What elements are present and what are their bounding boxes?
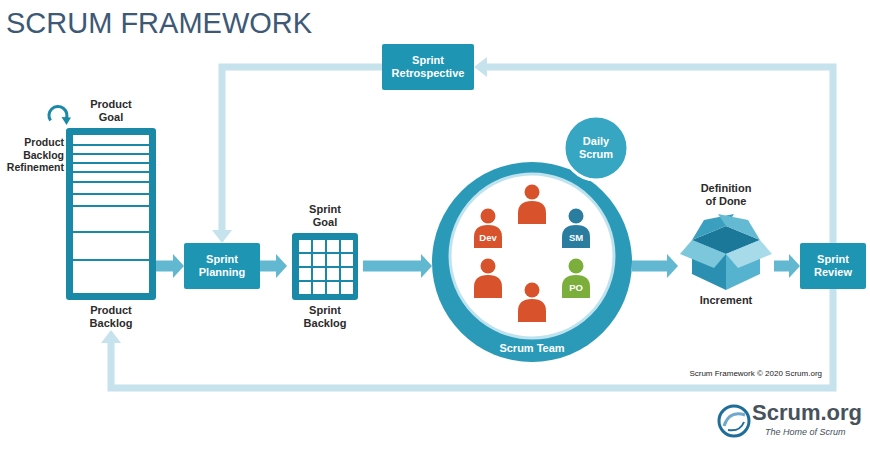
box-label: Sprint Planning bbox=[187, 253, 257, 279]
node-backlog: Product GoalProduct Backlog bbox=[66, 98, 156, 330]
arrow-head bbox=[667, 254, 678, 278]
note-label: The Home of Scrum bbox=[765, 427, 846, 438]
connector-line bbox=[363, 261, 421, 272]
node-person: SM bbox=[560, 208, 592, 248]
connector bbox=[363, 254, 432, 278]
role-label: SM bbox=[569, 232, 583, 243]
role-label: Dev bbox=[479, 232, 496, 243]
node-label: Sprint Backlog bbox=[300, 304, 350, 330]
node-person: Dev bbox=[472, 208, 504, 248]
person-head bbox=[525, 185, 540, 200]
backlog-item-line bbox=[73, 205, 149, 207]
person-icon bbox=[518, 185, 546, 225]
node-label: Increment bbox=[696, 294, 756, 307]
label-wrap: Scrum.org bbox=[752, 400, 862, 426]
backlog-item-line bbox=[73, 193, 149, 195]
connector-line bbox=[222, 67, 382, 230]
note-label: Scrum Framework © 2020 Scrum.org bbox=[672, 369, 822, 379]
backlog-item-line bbox=[73, 144, 149, 146]
diagram-title: SCRUM FRAMEWORK bbox=[6, 6, 312, 40]
team-circle bbox=[432, 162, 632, 362]
backlog-item-line bbox=[73, 259, 149, 261]
connector bbox=[212, 67, 382, 243]
connector bbox=[156, 254, 184, 278]
person-body bbox=[474, 275, 502, 298]
connector bbox=[774, 254, 800, 278]
person-head bbox=[481, 209, 496, 224]
team-ring bbox=[432, 162, 632, 362]
node-rect: Sprint Retrospective bbox=[382, 44, 474, 90]
box-flap bbox=[680, 240, 726, 268]
event-label: Daily Scrum bbox=[571, 135, 621, 161]
backlog-item-line bbox=[73, 181, 149, 183]
node-increment: Definition of DoneIncrement bbox=[678, 182, 774, 307]
person-head bbox=[569, 209, 584, 224]
label-wrap: Scrum Framework © 2020 Scrum.org bbox=[672, 369, 822, 379]
arrow-head bbox=[173, 254, 184, 278]
connector bbox=[632, 254, 678, 278]
person-body bbox=[518, 201, 546, 224]
arrow-head bbox=[474, 57, 487, 77]
arrow-head bbox=[421, 254, 432, 278]
note-label: Scrum.org bbox=[752, 400, 862, 426]
label-wrap: The Home of Scrum bbox=[765, 427, 846, 438]
label-wrap: Product Backlog Refinement bbox=[3, 136, 64, 174]
team-label: Scrum Team bbox=[499, 342, 564, 355]
box-label: Sprint Retrospective bbox=[385, 54, 471, 80]
node-rect: Sprint Review bbox=[800, 243, 866, 289]
node-rect: Sprint Planning bbox=[184, 243, 260, 289]
node-heading: Product Goal bbox=[80, 98, 142, 124]
person-body bbox=[562, 275, 590, 298]
node-circle: Daily Scrum bbox=[562, 114, 630, 182]
node-label: Product Backlog bbox=[80, 304, 142, 330]
title-wrap: SCRUM FRAMEWORK bbox=[6, 6, 312, 40]
connector-line bbox=[632, 261, 667, 272]
team-inner bbox=[450, 174, 614, 338]
backlog-item-line bbox=[73, 153, 149, 155]
increment-box-icon bbox=[678, 210, 774, 292]
note-label: Product Backlog Refinement bbox=[3, 136, 64, 174]
refinement-arrow-head bbox=[62, 117, 72, 125]
node-heading: Sprint Goal bbox=[300, 203, 350, 229]
node-person: PO bbox=[560, 258, 592, 298]
backlog-item-line bbox=[73, 231, 149, 233]
role-label: PO bbox=[569, 282, 583, 293]
connector-line bbox=[774, 261, 789, 272]
backlog-item-line bbox=[73, 162, 149, 164]
node-heading: Definition of Done bbox=[696, 182, 756, 208]
person-icon bbox=[518, 283, 546, 323]
event-circle-fill bbox=[564, 116, 628, 180]
person-head bbox=[569, 259, 584, 274]
person-head bbox=[481, 259, 496, 274]
arrow-head bbox=[276, 254, 287, 278]
arrow-head bbox=[789, 254, 800, 278]
person-head bbox=[525, 283, 540, 298]
backlog-item-line bbox=[73, 171, 149, 173]
sprint-backlog-grid bbox=[292, 233, 358, 300]
arrow-head bbox=[101, 330, 121, 343]
logo-swirl bbox=[719, 406, 749, 436]
connector-line bbox=[156, 261, 173, 272]
box-label: Sprint Review bbox=[803, 253, 863, 279]
person-body bbox=[518, 299, 546, 322]
connector-line bbox=[260, 261, 276, 272]
logo-swirl-inner bbox=[728, 422, 744, 430]
connector-line bbox=[487, 67, 833, 243]
person-icon bbox=[474, 259, 502, 299]
connector bbox=[474, 57, 833, 243]
box-flap bbox=[718, 214, 760, 240]
connector bbox=[260, 254, 287, 278]
person-body bbox=[474, 225, 502, 248]
box-flap bbox=[726, 240, 772, 268]
arrow-head bbox=[212, 230, 232, 243]
backlog-list bbox=[66, 128, 156, 300]
node-sbacklog: Sprint GoalSprint Backlog bbox=[287, 203, 363, 330]
node-team: Scrum Team Dev SM PO bbox=[432, 162, 632, 362]
person-body bbox=[562, 225, 590, 248]
